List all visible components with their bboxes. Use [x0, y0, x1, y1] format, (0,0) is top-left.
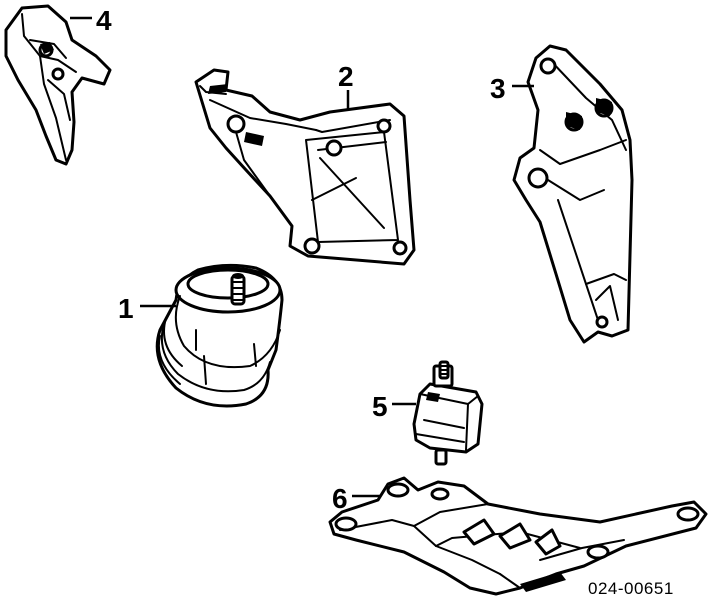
- callout-5: 5: [372, 391, 388, 422]
- callout-3: 3: [490, 73, 506, 104]
- part-1-engine-mount: [155, 263, 284, 408]
- callout-4: 4: [96, 5, 112, 36]
- reference-number: 024-00651: [588, 579, 674, 598]
- part-3-bracket: [512, 44, 634, 344]
- callout-6: 6: [332, 483, 348, 514]
- callout-2: 2: [338, 61, 354, 92]
- part-6-crossmember: [328, 476, 708, 596]
- part-2-bracket: [194, 68, 416, 266]
- part-5-small-mount: [412, 360, 484, 466]
- callout-1: 1: [118, 293, 134, 324]
- part-4-bracket: [4, 4, 112, 166]
